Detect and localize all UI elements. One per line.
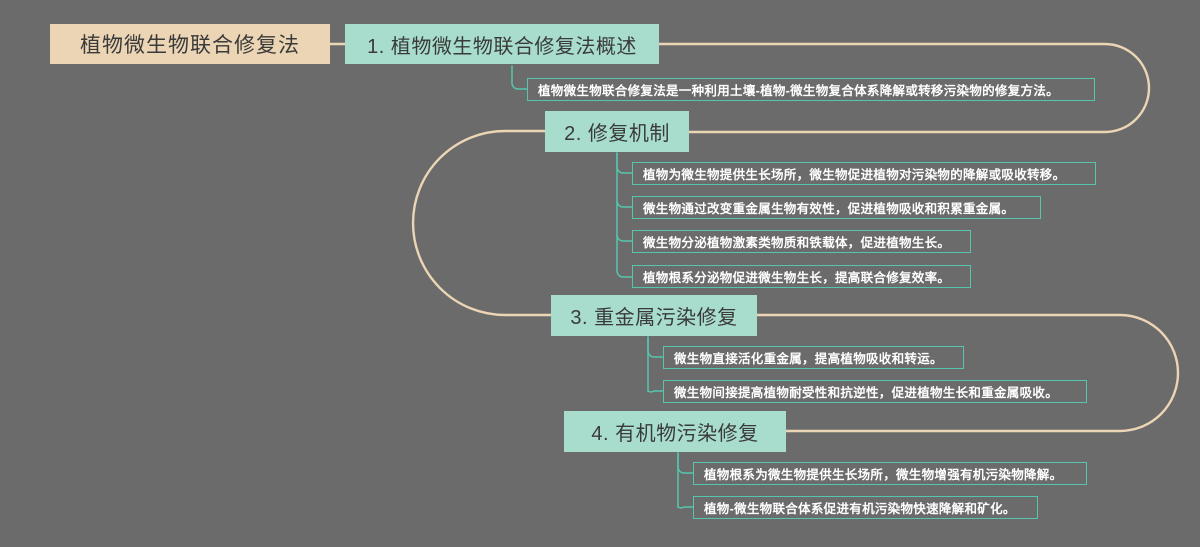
leaf-node-3-1-label: 微生物直接活化重金属，提高植物吸收和转运。 (674, 352, 943, 366)
branch-node-1[interactable]: 1. 植物微生物联合修复法概述 (345, 24, 659, 64)
branch-node-3-label: 3. 重金属污染修复 (570, 307, 738, 329)
leaf-node-4-2-label: 植物-微生物联合体系促进有机污染物快速降解和矿化。 (704, 502, 1016, 516)
connector-branch-2-to-branch-3 (411, 129, 553, 317)
leaf-connector-branch-3-leaf-2 (647, 390, 664, 393)
leaf-node-1-1-label: 植物微生物联合修复法是一种利用土壤-植物-微生物复合体系降解或转移污染物的修复方… (538, 84, 1059, 98)
leaf-node-2-4-label: 植物根系分泌物促进微生物生长，提高联合修复效率。 (643, 271, 951, 285)
leaf-connector-branch-3-leaf-1 (647, 336, 664, 358)
root-node[interactable]: 植物微生物联合修复法 (50, 24, 330, 64)
leaf-connector-branch-2-leaf-3 (616, 234, 633, 242)
leaf-node-3-1[interactable]: 微生物直接活化重金属，提高植物吸收和转运。 (663, 346, 964, 369)
leaf-node-4-1[interactable]: 植物根系为微生物提供生长场所，微生物增强有机污染物降解。 (693, 462, 1087, 485)
branch-node-1-label: 1. 植物微生物联合修复法概述 (367, 35, 637, 58)
branch-node-4[interactable]: 4. 有机物污染修复 (564, 411, 786, 452)
root-node-label: 植物微生物联合修复法 (80, 34, 300, 57)
leaf-node-2-3[interactable]: 微生物分泌植物激素类物质和铁载体，促进植物生长。 (632, 230, 971, 253)
branch-node-2-label: 2. 修复机制 (564, 123, 670, 145)
leaf-node-2-1-label: 植物为微生物提供生长场所，微生物促进植物对污染物的降解或吸收转移。 (643, 168, 1066, 182)
leaf-connector-branch-2-leaf-2 (616, 200, 633, 208)
leaf-node-2-2[interactable]: 微生物通过改变重金属生物有效性，促进植物吸收和积累重金属。 (632, 196, 1041, 219)
leaf-node-3-2[interactable]: 微生物间接提高植物耐受性和抗逆性，促进植物生长和重金属吸收。 (663, 380, 1087, 403)
leaf-node-2-4[interactable]: 植物根系分泌物促进微生物生长，提高联合修复效率。 (632, 265, 971, 288)
leaf-connector-branch-4-leaf-2 (677, 506, 694, 509)
leaf-node-4-1-label: 植物根系为微生物提供生长场所，微生物增强有机污染物降解。 (704, 468, 1063, 482)
connector-branch-3-to-branch-4 (755, 313, 1180, 433)
branch-node-4-label: 4. 有机物污染修复 (591, 423, 759, 445)
leaf-node-2-2-label: 微生物通过改变重金属生物有效性，促进植物吸收和积累重金属。 (643, 202, 1015, 216)
leaf-connector-branch-1 (511, 65, 528, 90)
leaf-connector-branch-2-leaf-4 (616, 270, 633, 278)
leaf-node-2-1[interactable]: 植物为微生物提供生长场所，微生物促进植物对污染物的降解或吸收转移。 (632, 162, 1096, 185)
branch-node-3[interactable]: 3. 重金属污染修复 (551, 295, 757, 336)
leaf-node-1-1[interactable]: 植物微生物联合修复法是一种利用土壤-植物-微生物复合体系降解或转移污染物的修复方… (527, 78, 1095, 101)
leaf-node-2-3-label: 微生物分泌植物激素类物质和铁载体，促进植物生长。 (643, 236, 951, 250)
branch-node-2[interactable]: 2. 修复机制 (545, 111, 689, 152)
leaf-connector-branch-2-leaf-1 (616, 152, 633, 174)
leaf-connector-branch-4-leaf-1 (677, 452, 694, 474)
leaf-node-3-2-label: 微生物间接提高植物耐受性和抗逆性，促进植物生长和重金属吸收。 (674, 386, 1059, 400)
leaf-node-4-2[interactable]: 植物-微生物联合体系促进有机污染物快速降解和矿化。 (693, 496, 1038, 519)
